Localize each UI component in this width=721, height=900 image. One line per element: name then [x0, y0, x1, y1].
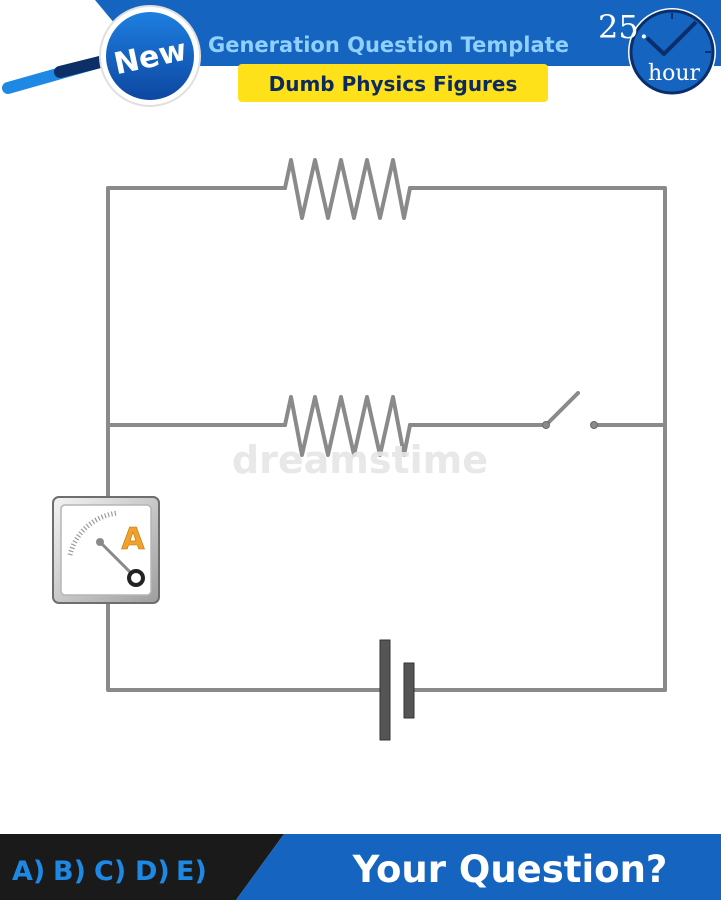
ammeter [52, 496, 160, 604]
answer-option-b[interactable]: B) [53, 856, 86, 887]
answer-option-c[interactable]: C) [94, 856, 126, 887]
circuit [106, 158, 667, 741]
template-title: Generation Question Template [208, 33, 569, 57]
resistor-top [283, 158, 412, 220]
battery [379, 639, 415, 741]
clock-unit: hour [648, 61, 701, 86]
clock-icon [628, 8, 716, 96]
answer-option-a[interactable]: A) [12, 856, 45, 887]
footer: A) B) C) D) E) Your Question? [0, 834, 721, 900]
resistor-middle [283, 395, 412, 457]
watermark: dreamstime [232, 438, 488, 482]
ammeter-label: A [121, 522, 145, 557]
question-text: Your Question? [352, 848, 668, 891]
subtitle-text: Dumb Physics Figures [269, 72, 518, 96]
header-banner [95, 0, 721, 66]
question-bar [236, 834, 721, 900]
switch-open [542, 391, 598, 429]
answers-bar [0, 834, 284, 900]
answer-option-e[interactable]: E) [176, 856, 207, 887]
answer-option-d[interactable]: D) [135, 856, 170, 887]
subtitle-badge [238, 64, 548, 102]
magnifier-icon [2, 5, 201, 107]
circuit-wires [106, 186, 667, 692]
header: New Generation Question Template Dumb Ph… [2, 0, 721, 107]
clock-number: 25. [598, 8, 649, 46]
